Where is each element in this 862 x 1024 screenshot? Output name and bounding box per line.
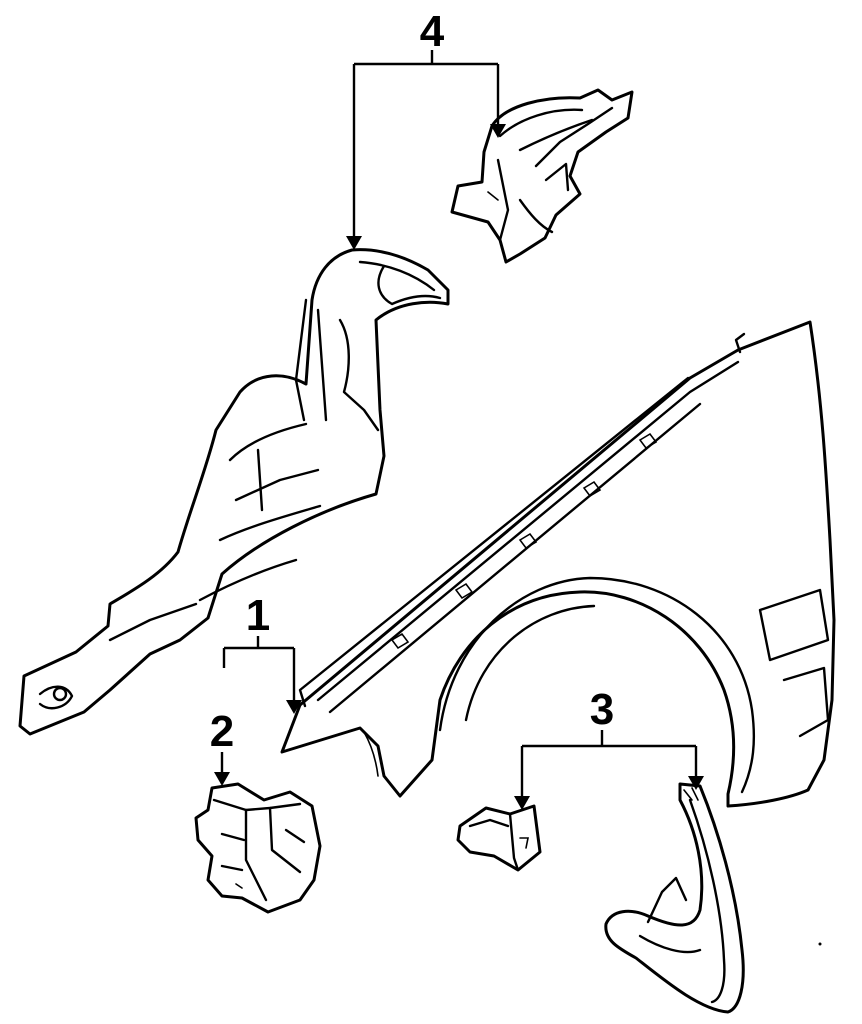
callout-1: 1 [246,591,270,640]
arrow-4a [346,236,362,250]
arrow-3a [514,796,530,810]
front-fender [280,320,836,808]
arrow-3b [688,776,704,790]
leader-lines [214,50,704,810]
arrow-1 [286,700,302,714]
callout-4: 4 [420,7,445,56]
callout-2: 2 [210,707,234,756]
speck [818,942,822,946]
arrow-2 [214,772,230,786]
part-3-clip [456,804,542,872]
part-4-upper-bracket [450,88,634,264]
arrow-4b [490,124,506,138]
part-3-mud-flap [604,782,745,1014]
callout-3: 3 [590,685,614,734]
part-2-bracket [194,782,322,914]
inner-fender-liner [18,248,450,736]
